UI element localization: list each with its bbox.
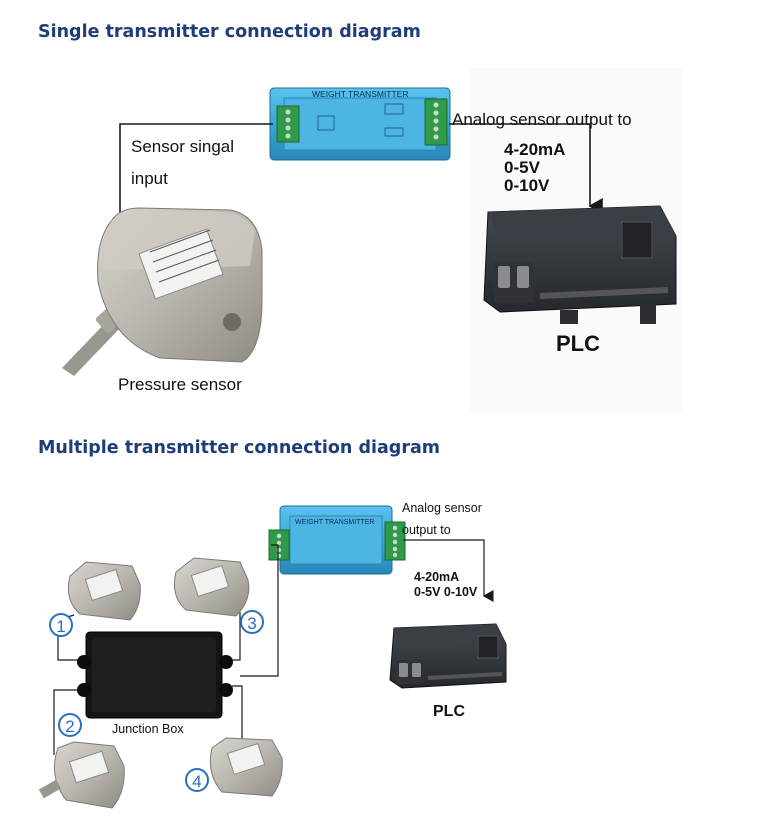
single-pressure-sensor bbox=[62, 207, 263, 376]
junction-box-label: Junction Box bbox=[112, 722, 184, 736]
multi-sensor-4 bbox=[209, 737, 283, 797]
single-output-arrow bbox=[449, 123, 603, 214]
multi-output-range-2: 0-5V 0-10V bbox=[414, 585, 478, 599]
single-plc-label: PLC bbox=[556, 331, 600, 356]
single-pressure-sensor-label: Pressure sensor bbox=[118, 375, 242, 394]
single-output-range-1: 4-20mA bbox=[504, 140, 566, 159]
single-output-label: Analog sensor output to bbox=[452, 110, 632, 129]
single-output-range-3: 0-10V bbox=[504, 176, 550, 195]
sensor-number-2-badge: 2 bbox=[58, 713, 82, 737]
multi-sensor-1 bbox=[67, 561, 141, 621]
single-diagram-heading: Single transmitter connection diagram bbox=[38, 22, 421, 42]
single-plc-device bbox=[483, 205, 677, 324]
single-sensor-input-label-line2: input bbox=[131, 169, 168, 188]
sensor-number-1: 1 bbox=[56, 617, 65, 636]
multi-sensor4-wire bbox=[232, 685, 243, 745]
multi-output-arrow bbox=[403, 539, 494, 602]
multi-plc-label: PLC bbox=[433, 703, 465, 720]
single-output-range-2: 0-5V bbox=[504, 158, 540, 177]
multi-output-range-1: 4-20mA bbox=[414, 570, 460, 584]
sensor-number-1-badge: 1 bbox=[49, 613, 73, 637]
multi-sensor-3 bbox=[173, 557, 250, 617]
sensor-number-3-badge: 3 bbox=[240, 610, 264, 634]
single-weight-transmitter bbox=[269, 87, 451, 161]
single-transmitter-label: WEIGHT TRANSMITTER bbox=[312, 89, 409, 99]
multiple-diagram-heading: Multiple transmitter connection diagram bbox=[38, 438, 440, 458]
multi-sensor3-wire bbox=[230, 612, 241, 661]
multi-transmitter-label: WEIGHT TRANSMITTER bbox=[295, 519, 374, 526]
multi-weight-transmitter bbox=[268, 505, 406, 575]
single-sensor-wire bbox=[119, 123, 273, 235]
multi-output-label-line1: Analog sensor bbox=[402, 501, 482, 515]
single-sensor-input-label-line1: Sensor singal bbox=[131, 137, 235, 156]
sensor-number-4-badge: 4 bbox=[185, 768, 209, 792]
sensor-number-4: 4 bbox=[192, 772, 201, 791]
sensor-number-3: 3 bbox=[247, 614, 256, 633]
multi-output-label-line2: output to bbox=[402, 523, 451, 537]
junction-box bbox=[77, 631, 233, 719]
multi-sensor2-wire bbox=[53, 689, 88, 755]
multi-sensor-2 bbox=[38, 741, 125, 809]
multi-plc-device bbox=[389, 623, 507, 689]
sensor-number-2: 2 bbox=[65, 717, 74, 736]
multi-junction-to-transmitter-wire bbox=[240, 544, 279, 677]
